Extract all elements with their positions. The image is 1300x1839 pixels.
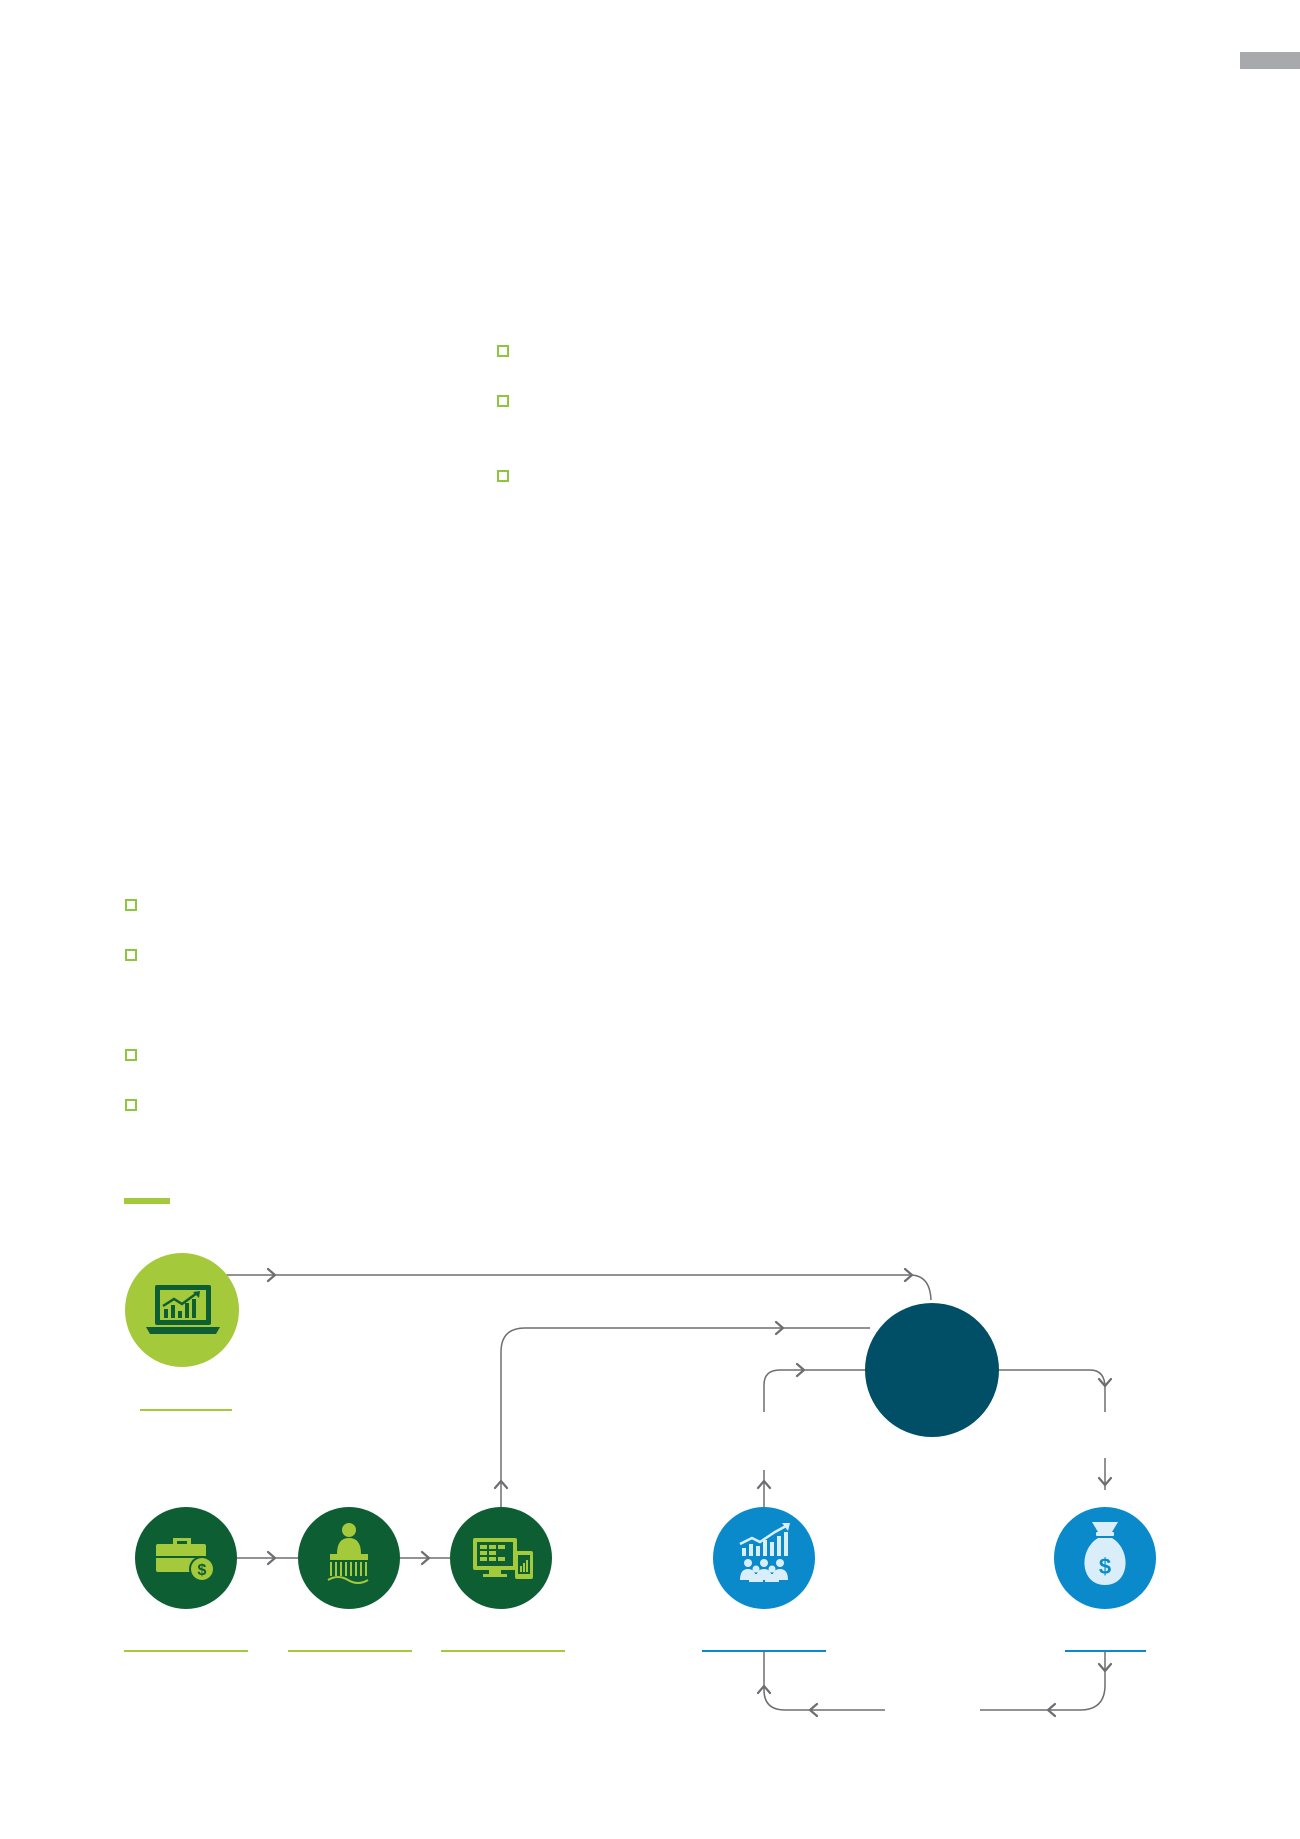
chevron-down-icon	[1097, 1377, 1113, 1388]
chevron-right-icon	[266, 1267, 277, 1283]
svg-text:$: $	[198, 1562, 207, 1579]
bullet-marker	[125, 899, 137, 911]
underline-desk	[288, 1650, 412, 1652]
chevron-down-icon	[1097, 1476, 1113, 1487]
chevron-right-icon	[420, 1550, 431, 1566]
underline-bag	[1065, 1650, 1146, 1652]
money-bag-icon: $	[1084, 1522, 1126, 1585]
chevron-up-icon	[493, 1479, 509, 1490]
connector-lines	[225, 1274, 1106, 1711]
bullet-marker	[497, 470, 509, 482]
connector-laptop-to-center	[225, 1274, 932, 1301]
node-money-bag: $	[1054, 1507, 1156, 1609]
laptop-chart-icon	[146, 1285, 220, 1334]
connector-monitor-to-center	[500, 1327, 870, 1510]
page-tab-marker	[1240, 52, 1300, 69]
group-growth-chart-icon	[739, 1523, 790, 1582]
svg-text:$: $	[1099, 1554, 1111, 1579]
chevron-left-icon	[1046, 1702, 1057, 1718]
section-rule	[124, 1198, 170, 1204]
chevron-right-icon	[774, 1320, 785, 1336]
person-at-desk-icon	[327, 1523, 369, 1584]
bullet-marker	[497, 395, 509, 407]
connector-center-to-bag	[998, 1369, 1106, 1412]
label-underlines	[124, 1409, 1146, 1652]
underline-group	[702, 1650, 826, 1652]
node-center	[865, 1303, 999, 1437]
bullet-marker	[497, 345, 509, 357]
connector-bag-down	[980, 1652, 1106, 1711]
bullet-marker	[125, 949, 137, 961]
underline-briefcase	[124, 1650, 248, 1652]
bullet-marker	[125, 1099, 137, 1111]
node-person-desk	[298, 1507, 400, 1609]
node-monitor-tablet	[450, 1507, 552, 1609]
bullet-marker	[125, 1049, 137, 1061]
chevron-up-icon	[756, 1684, 772, 1695]
briefcase-dollar-icon: $	[156, 1538, 215, 1582]
chevron-up-icon	[756, 1479, 772, 1490]
chevron-down-icon	[1097, 1662, 1113, 1673]
underline-monitor	[441, 1650, 565, 1652]
node-group-chart	[713, 1507, 815, 1609]
connector-group-to-center-top	[763, 1369, 868, 1412]
node-laptop-chart	[125, 1253, 239, 1367]
chevron-right-icon	[903, 1267, 914, 1283]
chevron-left-icon	[808, 1702, 819, 1718]
underline-laptop	[140, 1409, 232, 1411]
arrow-chevrons	[266, 1267, 1113, 1718]
chevron-right-icon	[795, 1362, 806, 1378]
node-briefcase-dollar: $	[135, 1507, 237, 1609]
monitor-tablet-icon	[473, 1538, 533, 1579]
connector-return-left	[763, 1652, 885, 1711]
chevron-right-icon	[266, 1550, 277, 1566]
